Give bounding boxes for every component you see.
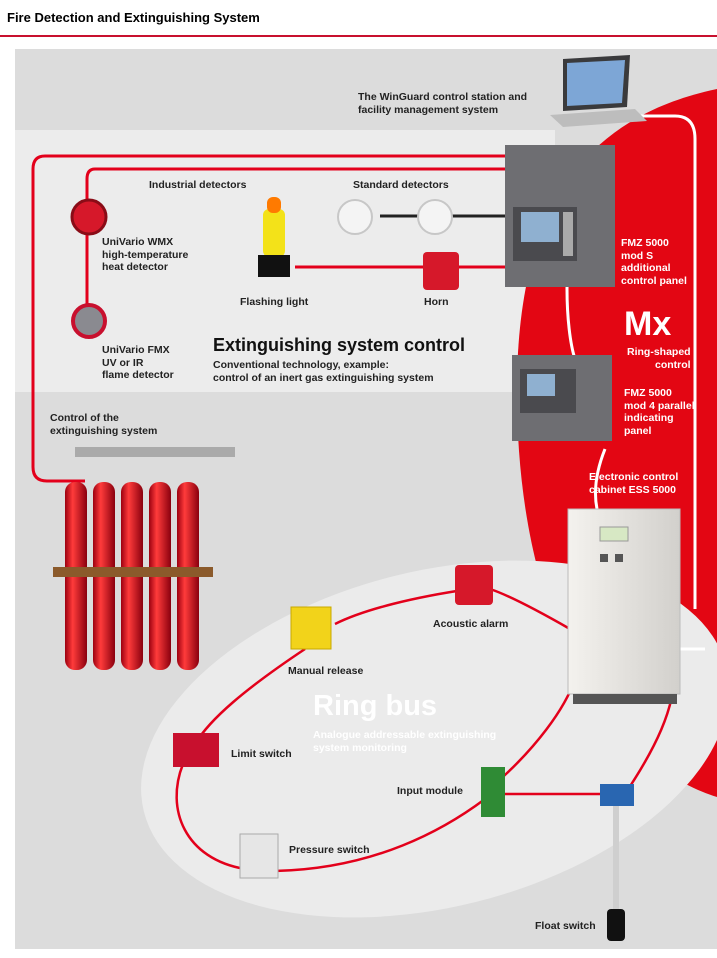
label-winguard-line: The WinGuard control station and bbox=[358, 91, 528, 103]
label-fmx-line: UniVario FMX bbox=[102, 344, 170, 356]
ring-bus-subtitle: Analogue addressable extinguishing syste… bbox=[313, 729, 496, 754]
label-limit-switch: Limit switch bbox=[231, 748, 292, 760]
label-fmz-mod-s: FMZ 5000 mod S additional control panel bbox=[621, 237, 687, 287]
ess-5000-cabinet bbox=[567, 508, 681, 704]
label-control-extinguishing-line: Control of the bbox=[50, 412, 119, 424]
label-fmz-mod-s-line: FMZ 5000 bbox=[621, 237, 669, 249]
standard-detector-shape-1 bbox=[337, 199, 373, 235]
page-title: Fire Detection and Extinguishing System bbox=[7, 10, 260, 25]
wmx-detector-shape bbox=[70, 198, 108, 236]
mx-label: Mx bbox=[624, 305, 672, 343]
acoustic-alarm-shape bbox=[455, 565, 493, 605]
label-standard-detectors: Standard detectors bbox=[353, 179, 449, 191]
label-winguard-line: facility management system bbox=[358, 103, 499, 116]
label-horn: Horn bbox=[424, 296, 449, 308]
label-ess-5000: Electronic control cabinet ESS 5000 bbox=[589, 471, 678, 496]
input-module-shape bbox=[481, 767, 505, 817]
horn-shape bbox=[423, 252, 459, 290]
ring-bus-subtitle-line: system monitoring bbox=[313, 741, 407, 754]
standard-detector-shape-2 bbox=[417, 199, 453, 235]
label-float-switch: Float switch bbox=[535, 920, 596, 932]
label-acoustic-alarm: Acoustic alarm bbox=[433, 618, 509, 630]
label-wmx-line: high-temperature bbox=[102, 248, 189, 261]
label-wmx-line: heat detector bbox=[102, 261, 168, 273]
fmz-mod-s-panel bbox=[505, 145, 615, 287]
label-control-extinguishing-line: extinguishing system bbox=[50, 424, 158, 437]
label-ess-line: Electronic control bbox=[589, 471, 679, 483]
label-wmx-detector: UniVario WMX high-temperature heat detec… bbox=[102, 236, 188, 274]
label-winguard: The WinGuard control station and facilit… bbox=[358, 91, 527, 116]
gas-cylinders bbox=[53, 447, 235, 670]
label-fmz-mod-s-line: mod S bbox=[621, 249, 654, 262]
extinguishing-subtitle: Conventional technology, example: contro… bbox=[213, 359, 434, 384]
title-divider bbox=[0, 35, 717, 37]
label-fmz-mod-4-line: FMZ 5000 bbox=[624, 387, 672, 399]
extinguishing-subtitle-line: Conventional technology, example: bbox=[213, 359, 389, 371]
manual-release-shape bbox=[290, 606, 332, 650]
label-manual-release: Manual release bbox=[288, 665, 364, 677]
flashing-light-shape bbox=[258, 197, 290, 277]
control-wires bbox=[31, 154, 505, 483]
label-fmz-mod-4-line: indicating bbox=[624, 412, 674, 424]
ring-bus-title: Ring bus bbox=[313, 690, 438, 722]
label-fmz-mod-s-line: control panel bbox=[621, 274, 687, 287]
label-ess-line: cabinet ESS 5000 bbox=[589, 483, 676, 496]
label-fmz-mod-4-line: panel bbox=[624, 424, 652, 437]
label-ring-shaped-line: control bbox=[655, 358, 691, 371]
extinguishing-subtitle-line: control of an inert gas extinguishing sy… bbox=[213, 371, 434, 384]
label-pressure-switch: Pressure switch bbox=[289, 844, 370, 856]
float-switch-shape bbox=[600, 784, 634, 941]
extinguishing-title: Extinguishing system control bbox=[213, 335, 466, 355]
label-wmx-line: UniVario WMX bbox=[102, 236, 174, 248]
label-industrial-detectors: Industrial detectors bbox=[149, 179, 247, 191]
label-fmx-line: UV or IR bbox=[102, 356, 144, 369]
pressure-switch-shape bbox=[239, 833, 279, 879]
label-fmx-detector: UniVario FMX UV or IR flame detector bbox=[102, 344, 174, 382]
label-control-extinguishing: Control of the extinguishing system bbox=[50, 412, 157, 437]
label-fmx-line: flame detector bbox=[102, 369, 174, 381]
system-diagram: The WinGuard control station and facilit… bbox=[15, 49, 717, 949]
label-flashing-light: Flashing light bbox=[240, 296, 309, 308]
ring-bus-subtitle-line: Analogue addressable extinguishing bbox=[313, 729, 497, 741]
limit-switch-shape bbox=[173, 733, 219, 767]
label-ring-shaped-line: Ring-shaped bbox=[627, 346, 691, 358]
fmz-mod-4-panel bbox=[512, 355, 612, 441]
label-fmz-mod-4-line: mod 4 parallel bbox=[624, 399, 695, 412]
label-input-module: Input module bbox=[397, 785, 463, 797]
diagram-graphics bbox=[15, 55, 717, 941]
winguard-laptop bbox=[550, 55, 647, 127]
label-ring-shaped-control: Ring-shaped control bbox=[627, 346, 691, 371]
label-fmz-mod-4: FMZ 5000 mod 4 parallel indicating panel bbox=[624, 387, 695, 437]
label-fmz-mod-s-line: additional bbox=[621, 262, 671, 274]
fmx-detector-shape bbox=[71, 303, 107, 339]
